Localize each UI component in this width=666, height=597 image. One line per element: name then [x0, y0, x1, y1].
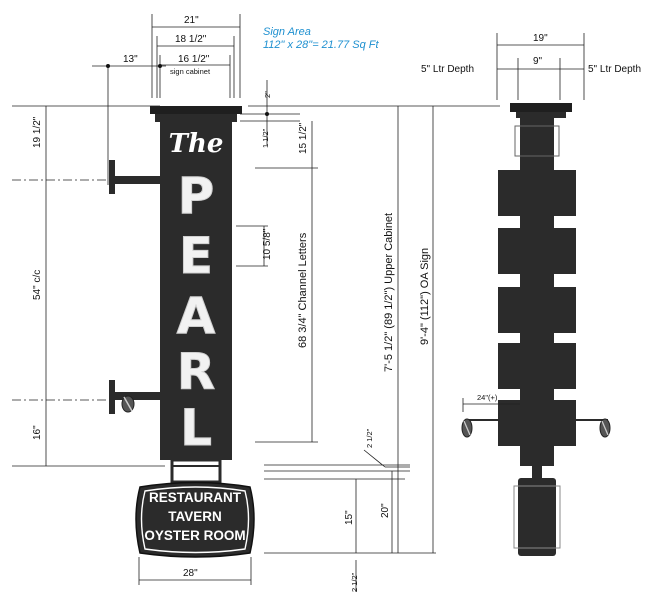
lamp-icon	[121, 395, 135, 413]
dim-ltr-depth-left: 5" Ltr Depth	[421, 64, 474, 75]
dim-height-15-5: 15 1/2"	[298, 122, 309, 154]
side-lamp-left-icon	[461, 418, 473, 438]
dim-gap-2-5: 2 1/2"	[365, 428, 374, 448]
dim-side-19: 19"	[533, 33, 548, 44]
letter-a: A	[177, 287, 216, 345]
dim-gap-2-5-bottom: 2 1/2"	[350, 572, 359, 592]
sign-top-cap	[150, 106, 242, 114]
sign-area-title: Sign Area	[263, 26, 311, 38]
dim-ltr-depth-right: 5" Ltr Depth	[588, 64, 641, 75]
dim-cap-2: 2"	[263, 91, 272, 98]
front-view-sign: The P E A R L RESTAURANT TAVERN OYSTER R…	[109, 106, 255, 585]
lower-bracket	[112, 392, 162, 400]
letter-l: L	[180, 399, 212, 457]
dim-cabinet-15: 15"	[344, 510, 355, 525]
side-view-sign: 19" 9" 5" Ltr Depth 5" Ltr Depth	[421, 33, 641, 556]
dim-oa-sign: 9'-4" (112") OA Sign	[419, 248, 431, 345]
top-width-dimensions: 21" 18 1/2" 16 1/2" sign cabinet 13"	[92, 14, 241, 185]
dim-center-54: 54" c/c	[32, 270, 43, 300]
dim-channel-letters: 68 3/4" Channel Letters	[297, 232, 309, 348]
cabinet-line-oyster-room: OYSTER ROOM	[144, 528, 245, 543]
upper-bracket	[112, 176, 162, 184]
dim-width-16-5: 16 1/2"	[178, 54, 210, 65]
side-lower-cabinet	[518, 478, 556, 556]
dim-letter-10-58: 10 5/8"	[262, 228, 273, 260]
side-lamp-right-icon	[599, 418, 611, 438]
left-vertical-dimensions: 19 1/2" 54" c/c 16"	[12, 105, 165, 467]
letter-e: E	[179, 227, 213, 285]
lower-cabinet	[135, 481, 255, 558]
sign-main-body	[160, 120, 232, 460]
dim-offset-13: 13"	[123, 54, 138, 65]
dim-sign-cabinet: sign cabinet	[170, 67, 211, 76]
dim-upper-cabinet: 7'-5 1/2" (89 1/2") Upper Cabinet	[383, 213, 395, 372]
dim-cap-1-5: 1 1/2"	[261, 128, 270, 148]
dim-bottom-16: 16"	[32, 425, 43, 440]
dim-top-19-5: 19 1/2"	[32, 116, 43, 148]
cabinet-line-tavern: TAVERN	[168, 509, 222, 524]
sign-script-the: The	[169, 129, 224, 159]
middle-vertical-dimensions: 2" 1 1/2" 15 1/2" 10 5/8" 68 3/4" Channe…	[236, 80, 500, 592]
dim-width-21: 21"	[184, 15, 199, 26]
dim-cabinet-20: 20"	[380, 503, 391, 518]
dim-arm-24: 24"(+)	[477, 393, 498, 402]
dim-width-18-5: 18 1/2"	[175, 34, 207, 45]
side-view-body	[520, 118, 554, 466]
sign-area-formula: 112" x 28"= 21.77 Sq Ft	[263, 39, 379, 51]
letter-r: R	[177, 343, 216, 401]
dim-side-9: 9"	[533, 56, 543, 67]
cabinet-line-restaurant: RESTAURANT	[149, 490, 242, 505]
dim-bottom-width-28: 28"	[183, 568, 198, 579]
letter-p: P	[178, 167, 215, 225]
